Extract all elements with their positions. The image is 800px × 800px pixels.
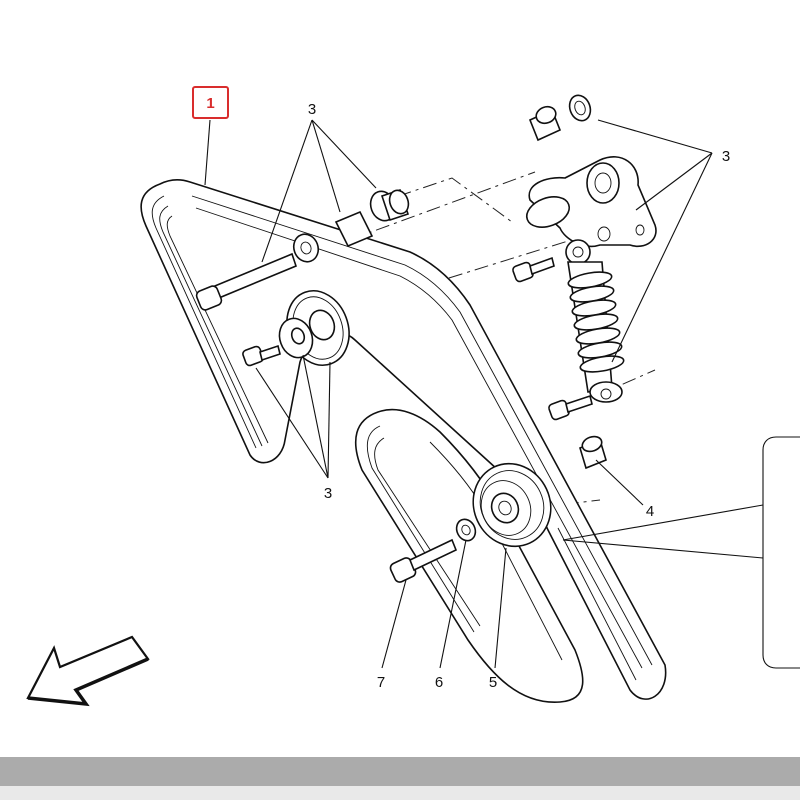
bottom-status-strip <box>0 786 800 800</box>
tensioner-spring-coils <box>567 271 625 373</box>
callout-idler-fasteners[interactable]: 3 <box>324 485 332 502</box>
callout-pulley[interactable]: 5 <box>489 674 497 691</box>
callout-washer[interactable]: 6 <box>435 674 443 691</box>
top-spacers <box>334 188 410 248</box>
callout-tensioner-fasteners[interactable]: 3 <box>722 148 730 165</box>
exploded-parts-diagram: 1 3 3 3 4 5 6 7 <box>26 86 800 707</box>
drive-belt-small <box>354 408 584 703</box>
reference-number: 1 <box>206 95 214 112</box>
callout-bushing[interactable]: 4 <box>646 503 654 520</box>
detail-panel-frame <box>762 436 800 669</box>
main-pulley-assembly <box>389 462 552 583</box>
callout-spacers-top[interactable]: 3 <box>308 101 316 118</box>
orientation-arrow-icon <box>26 635 150 707</box>
callout-bolt[interactable]: 7 <box>377 674 385 691</box>
tensioner-assembly <box>512 94 657 470</box>
leader-lines <box>204 119 764 669</box>
idler-pulley-assembly <box>195 233 350 367</box>
reference-box[interactable]: 1 <box>192 86 229 119</box>
